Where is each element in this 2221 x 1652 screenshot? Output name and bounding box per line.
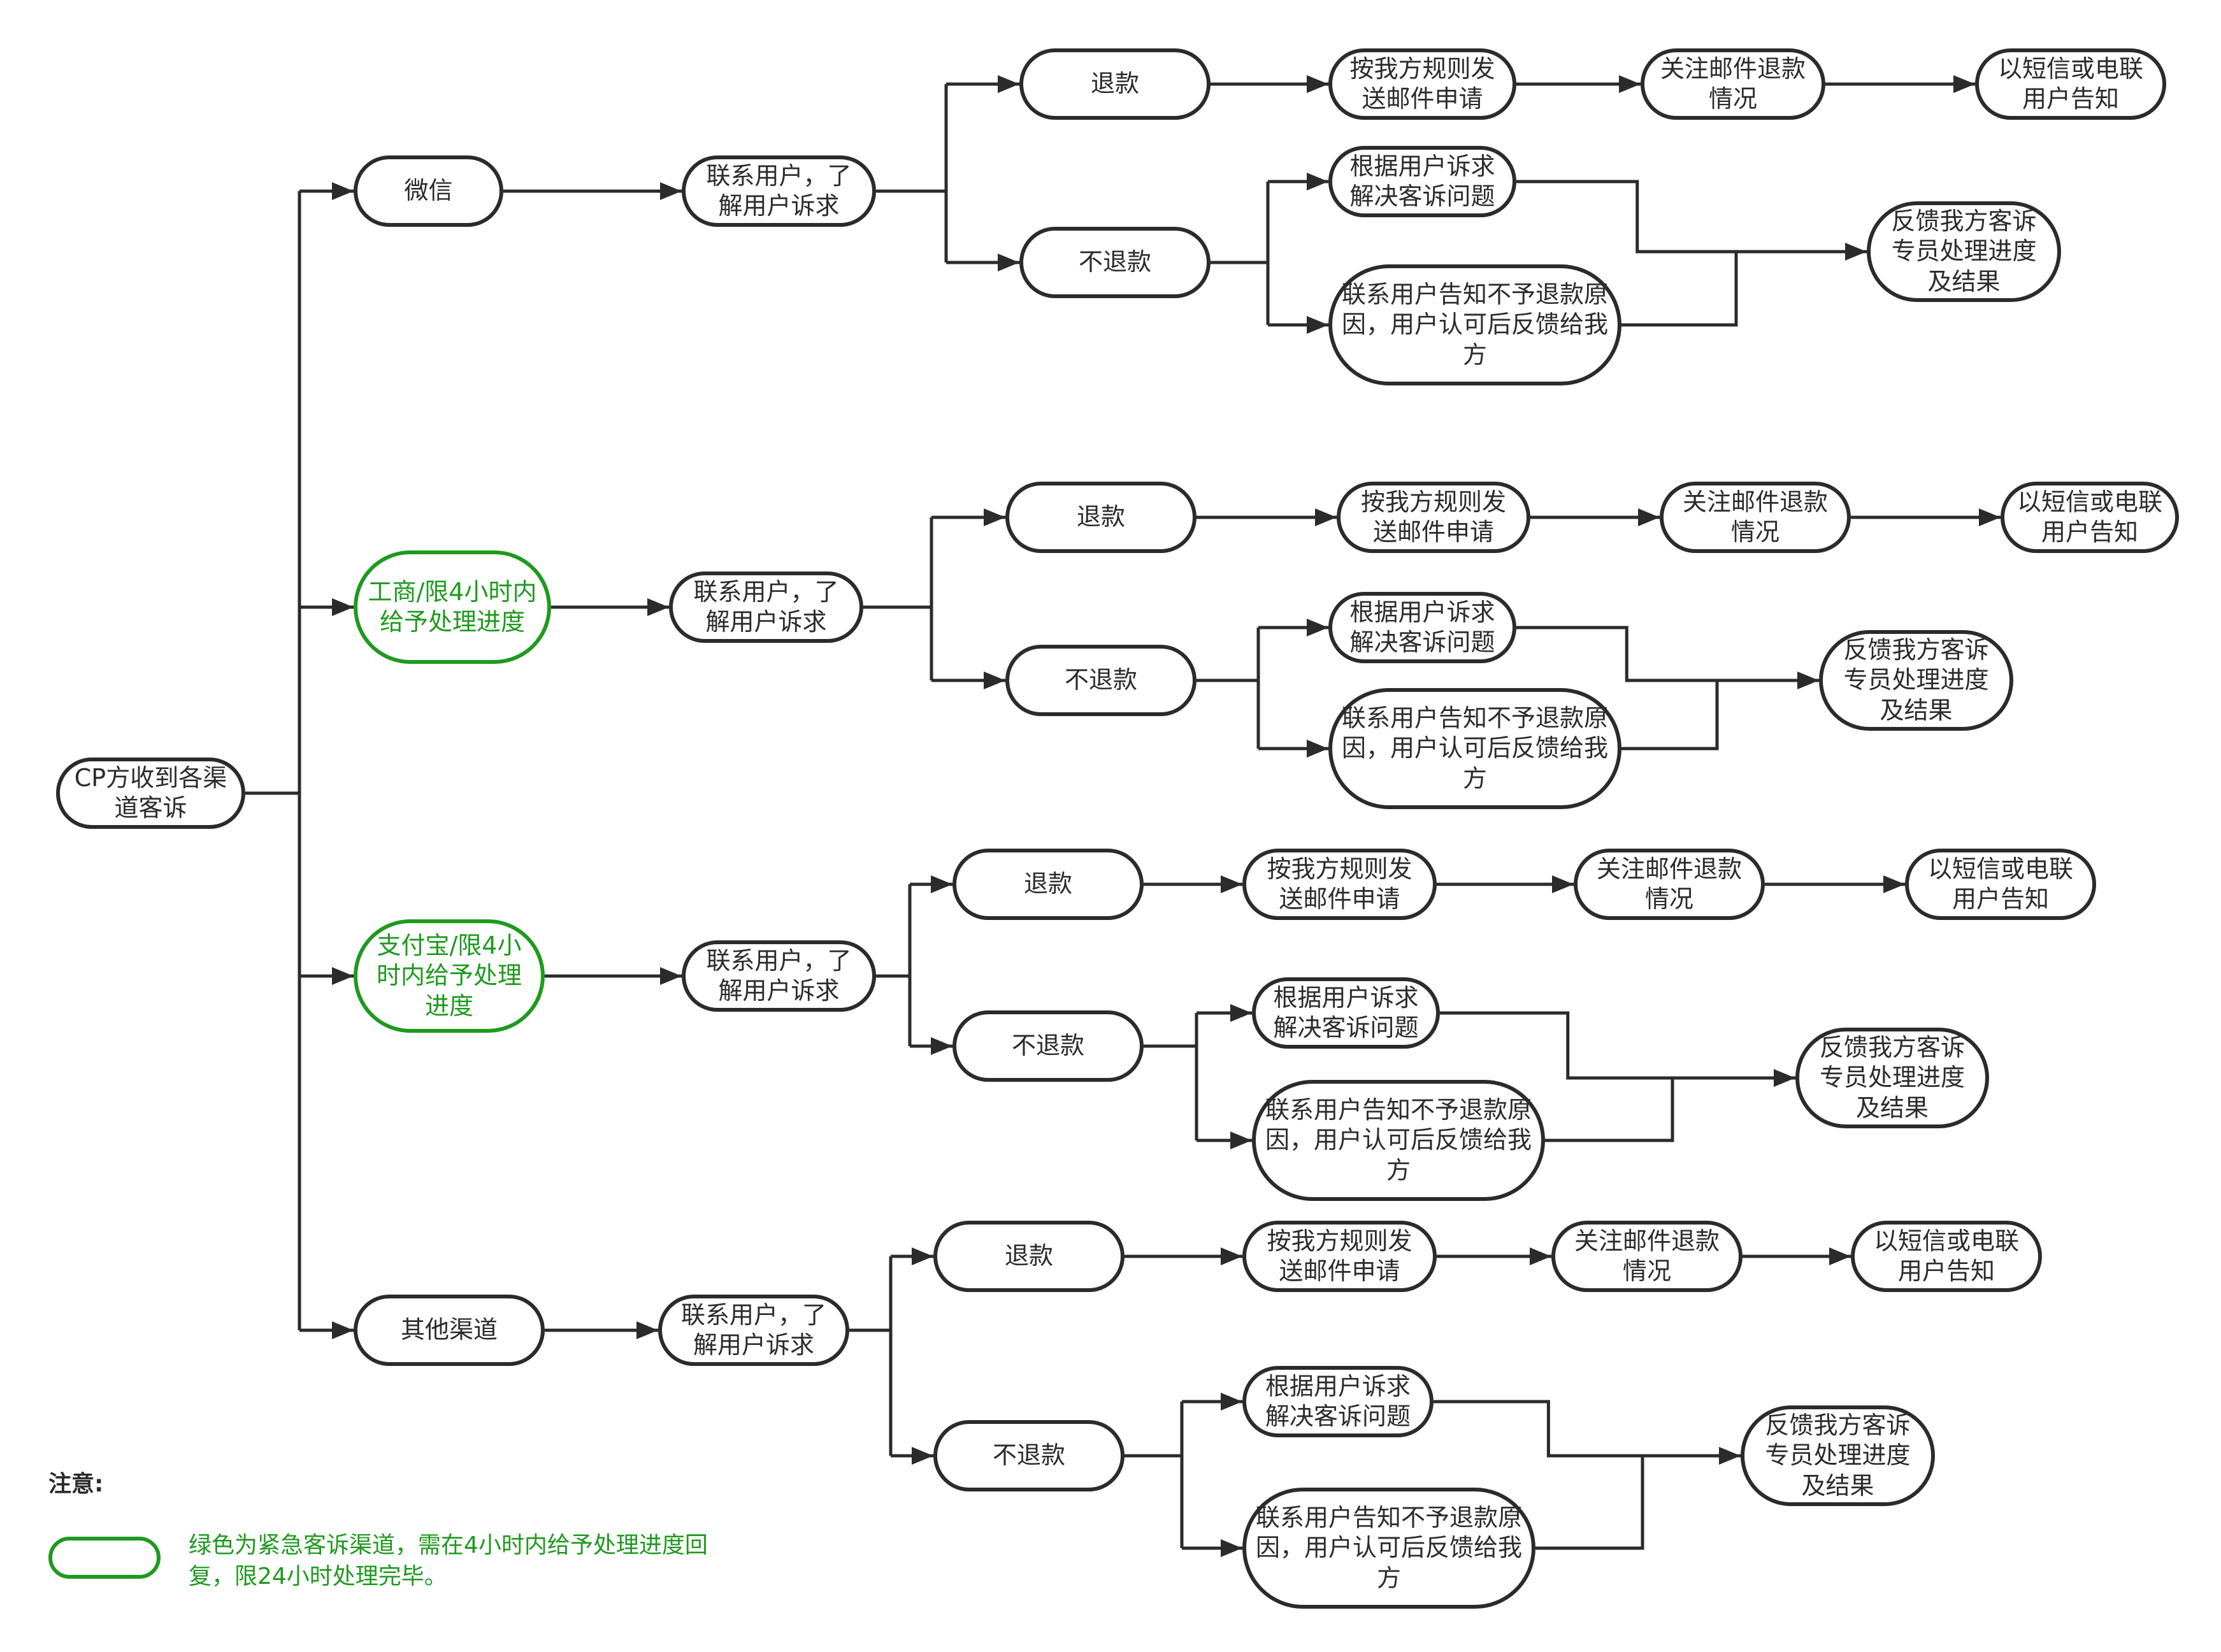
channel-4-explain-node: 联系用户告知不予退款原因，用户认可后反馈给我方 bbox=[1242, 1488, 1535, 1609]
channel-1-watch-email-arrow-arrowhead bbox=[1619, 75, 1641, 93]
channel-1-in-arrow-arrowhead bbox=[332, 182, 354, 200]
channel-3-notify-node: 以短信或电联用户告知 bbox=[1905, 849, 2096, 920]
channel-1-explain-merge bbox=[1621, 252, 1738, 327]
channel-4-refund-arrow-arrowhead bbox=[912, 1247, 933, 1265]
channel-1-send-email-node: 按我方规则发送邮件申请 bbox=[1328, 48, 1516, 120]
channel-3-refund-arrow-arrowhead bbox=[931, 875, 952, 893]
channel-1-no-refund-node: 不退款 bbox=[1019, 227, 1211, 298]
channel-2-feedback-arrow-arrowhead bbox=[1797, 672, 1819, 689]
channel-1-watch-email-node: 关注邮件退款情况 bbox=[1641, 48, 1825, 120]
channel-4-contact-arrow-arrowhead bbox=[636, 1321, 658, 1339]
channel-3-no-refund-node: 不退款 bbox=[952, 1010, 1144, 1082]
channel-4-no-refund-arrow-arrowhead bbox=[912, 1447, 933, 1465]
channel-3-node: 支付宝/限4小时内给予处理进度 bbox=[354, 919, 545, 1033]
channel-2-resolve-merge bbox=[1516, 626, 1717, 682]
channel-3-watch-email-arrow-arrowhead bbox=[1552, 875, 1574, 893]
channel-1-notify-arrow-arrowhead bbox=[1953, 75, 1975, 93]
channel-2-no-refund-node: 不退款 bbox=[1005, 645, 1197, 716]
channel-1-resolve-merge bbox=[1516, 180, 1736, 254]
channel-2-refund-arrow-arrowhead bbox=[984, 508, 1005, 526]
channel-2-notify-arrow-arrowhead bbox=[1979, 508, 2001, 526]
channel-4-explain-arrow-arrowhead bbox=[1221, 1539, 1242, 1557]
channel-3-resolve-arrow-arrowhead bbox=[1230, 1004, 1252, 1022]
channel-2-send-email-node: 按我方规则发送邮件申请 bbox=[1337, 482, 1530, 553]
channel-3-contact-node: 联系用户，了解用户诉求 bbox=[682, 940, 876, 1012]
channel-3-in-arrow-arrowhead bbox=[332, 967, 354, 985]
legend-urgent-swatch bbox=[48, 1537, 161, 1579]
channel-4-node: 其他渠道 bbox=[354, 1295, 545, 1366]
channel-4-refund-node: 退款 bbox=[933, 1221, 1125, 1292]
channel-3-explain-arrow-arrowhead bbox=[1230, 1131, 1252, 1149]
channel-4-notify-node: 以短信或电联用户告知 bbox=[1851, 1221, 2042, 1292]
channel-4-contact-node: 联系用户，了解用户诉求 bbox=[658, 1295, 849, 1366]
channel-1-send-email-arrow-arrowhead bbox=[1307, 75, 1328, 93]
channel-2-contact-node: 联系用户，了解用户诉求 bbox=[669, 571, 863, 643]
channel-1-explain-node: 联系用户告知不予退款原因，用户认可后反馈给我方 bbox=[1328, 264, 1621, 385]
channel-4-send-email-node: 按我方规则发送邮件申请 bbox=[1242, 1221, 1437, 1292]
channel-2-send-email-arrow-arrowhead bbox=[1315, 508, 1337, 526]
channel-2-node: 工商/限4小时内给予处理进度 bbox=[354, 550, 551, 664]
channel-2-resolve-arrow-arrowhead bbox=[1307, 619, 1328, 636]
channel-2-explain-node: 联系用户告知不予退款原因，用户认可后反馈给我方 bbox=[1328, 688, 1621, 809]
channel-1-resolve-arrow-arrowhead bbox=[1307, 173, 1328, 190]
channel-3-contact-arrow-arrowhead bbox=[660, 967, 682, 985]
channel-4-in-arrow-arrowhead bbox=[332, 1321, 354, 1339]
channel-1-refund-node: 退款 bbox=[1019, 48, 1211, 120]
channel-3-watch-email-node: 关注邮件退款情况 bbox=[1574, 849, 1765, 920]
channel-2-watch-email-node: 关注邮件退款情况 bbox=[1660, 482, 1851, 553]
channel-2-no-refund-arrow-arrowhead bbox=[984, 672, 1005, 689]
note-title: 注意: bbox=[48, 1471, 104, 1497]
channel-4-resolve-arrow-arrowhead bbox=[1221, 1393, 1242, 1411]
channel-3-notify-arrow-arrowhead bbox=[1883, 875, 1905, 893]
channel-1-feedback-node: 反馈我方客诉专员处理进度及结果 bbox=[1867, 201, 2061, 302]
channel-3-send-email-node: 按我方规则发送邮件申请 bbox=[1242, 849, 1437, 920]
channel-4-resolve-merge bbox=[1434, 1400, 1642, 1458]
channel-1-node: 微信 bbox=[354, 155, 503, 227]
channel-4-notify-arrow-arrowhead bbox=[1829, 1247, 1851, 1265]
channel-1-resolve-node: 根据用户诉求解决客诉问题 bbox=[1328, 146, 1516, 217]
channel-1-notify-node: 以短信或电联用户告知 bbox=[1975, 48, 2166, 120]
channel-4-watch-email-node: 关注邮件退款情况 bbox=[1551, 1221, 1743, 1292]
legend-urgent-text: 绿色为紧急客诉渠道，需在4小时内给予处理进度回复，限24小时处理完毕。 bbox=[189, 1532, 708, 1590]
channel-3-feedback-node: 反馈我方客诉专员处理进度及结果 bbox=[1795, 1028, 1989, 1128]
channel-2-resolve-node: 根据用户诉求解决客诉问题 bbox=[1328, 592, 1516, 663]
channel-1-no-refund-arrow-arrowhead bbox=[998, 254, 1019, 271]
channel-2-contact-arrow-arrowhead bbox=[647, 598, 669, 616]
channel-4-resolve-node: 根据用户诉求解决客诉问题 bbox=[1242, 1366, 1434, 1437]
channel-2-in-arrow-arrowhead bbox=[332, 598, 354, 616]
root-node: CP方收到各渠道客诉 bbox=[56, 758, 245, 829]
channel-3-resolve-merge bbox=[1440, 1011, 1672, 1080]
channel-3-resolve-node: 根据用户诉求解决客诉问题 bbox=[1252, 977, 1440, 1049]
channel-3-no-refund-arrow-arrowhead bbox=[931, 1037, 952, 1055]
channel-4-send-email-arrow-arrowhead bbox=[1221, 1247, 1242, 1265]
channel-4-feedback-arrow-arrowhead bbox=[1719, 1447, 1741, 1465]
channel-2-explain-arrow-arrowhead bbox=[1307, 740, 1328, 758]
channel-4-watch-email-arrow-arrowhead bbox=[1530, 1247, 1551, 1265]
channel-2-notify-node: 以短信或电联用户告知 bbox=[2001, 482, 2179, 553]
channel-1-contact-arrow-arrowhead bbox=[660, 182, 682, 200]
channel-2-feedback-node: 反馈我方客诉专员处理进度及结果 bbox=[1819, 630, 2013, 731]
channel-3-feedback-arrow-arrowhead bbox=[1774, 1069, 1795, 1087]
channel-1-refund-arrow-arrowhead bbox=[998, 75, 1019, 93]
channel-4-no-refund-node: 不退款 bbox=[933, 1420, 1125, 1491]
channel-3-explain-node: 联系用户告知不予退款原因，用户认可后反馈给我方 bbox=[1252, 1080, 1545, 1201]
channel-1-explain-arrow-arrowhead bbox=[1307, 316, 1328, 334]
channel-3-explain-merge bbox=[1545, 1078, 1674, 1142]
channel-2-refund-node: 退款 bbox=[1005, 482, 1197, 553]
channel-1-contact-node: 联系用户，了解用户诉求 bbox=[682, 155, 876, 227]
channel-2-watch-email-arrow-arrowhead bbox=[1638, 508, 1660, 526]
channel-1-feedback-arrow-arrowhead bbox=[1845, 243, 1867, 261]
channel-3-send-email-arrow-arrowhead bbox=[1221, 875, 1242, 893]
channel-4-feedback-node: 反馈我方客诉专员处理进度及结果 bbox=[1741, 1405, 1935, 1506]
channel-2-explain-merge bbox=[1621, 680, 1719, 751]
channel-3-refund-node: 退款 bbox=[952, 849, 1144, 920]
channel-4-explain-merge bbox=[1535, 1456, 1644, 1550]
